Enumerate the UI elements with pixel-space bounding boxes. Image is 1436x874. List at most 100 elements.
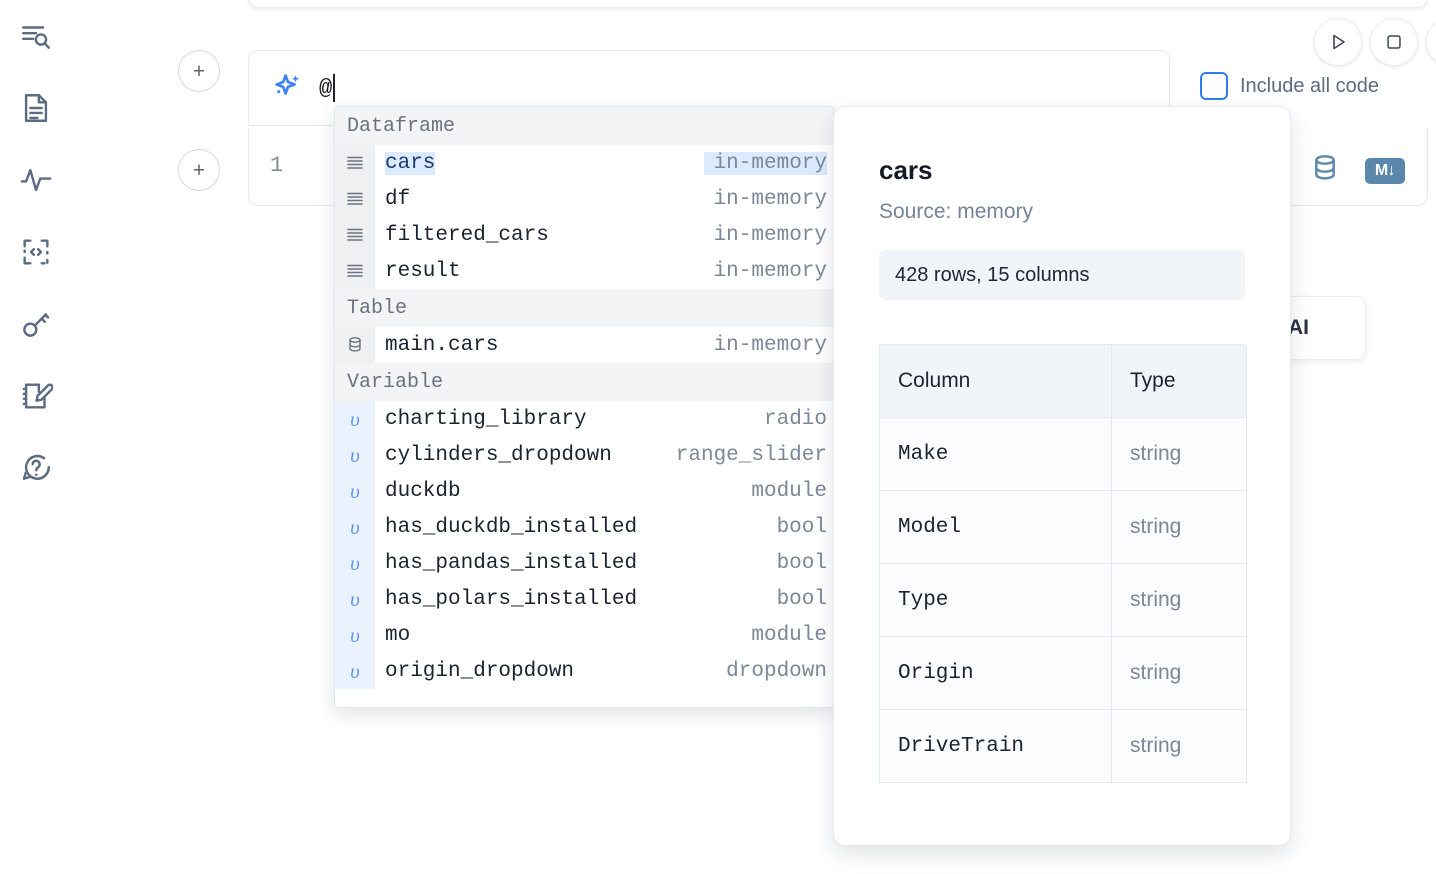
help-chat-icon[interactable]: [14, 446, 58, 490]
doc-column-type: string: [1112, 418, 1247, 491]
previous-cell[interactable]: [248, 0, 1428, 8]
autocomplete-item[interactable]: cars in-memory: [335, 145, 833, 181]
stop-button[interactable]: [1370, 18, 1418, 66]
document-icon[interactable]: [14, 86, 58, 130]
dataframe-icon: [335, 181, 375, 217]
autocomplete-item-meta: radio: [763, 407, 827, 431]
doc-column-type: string: [1112, 491, 1247, 564]
activity-icon[interactable]: [14, 158, 58, 202]
doc-column-name: Type: [880, 564, 1112, 637]
doc-column-type: string: [1112, 637, 1247, 710]
autocomplete-item-label: has_duckdb_installed: [385, 515, 638, 539]
autocomplete-item-label: df: [385, 187, 411, 211]
variable-icon: υ: [335, 581, 375, 617]
doc-column-name: Origin: [880, 637, 1112, 710]
add-cell-label: +: [192, 158, 206, 182]
variable-icon: υ: [335, 401, 375, 437]
autocomplete-item-meta: bool: [776, 515, 827, 539]
run-button[interactable]: [1314, 18, 1362, 66]
autocomplete-item-label: main.cars: [385, 333, 499, 357]
scratchpad-icon[interactable]: [14, 374, 58, 418]
ai-card-label: AI: [1288, 316, 1309, 339]
doc-table-header-cell: Type: [1112, 345, 1247, 418]
doc-column-name: Make: [880, 418, 1112, 491]
variable-icon: υ: [335, 437, 375, 473]
autocomplete-item-meta: in-memory: [713, 187, 827, 211]
dataframe-icon: [335, 253, 375, 289]
autocomplete-item-meta: module: [751, 479, 827, 503]
autocomplete-item-label: has_pandas_installed: [385, 551, 638, 575]
doc-title: cars: [879, 155, 933, 185]
more-actions-button[interactable]: [1426, 18, 1436, 66]
add-cell-above-button[interactable]: +: [178, 50, 220, 92]
database-icon: [335, 327, 375, 363]
autocomplete-item[interactable]: υ cylinders_dropdown range_slider: [335, 437, 833, 473]
include-all-code-row[interactable]: Include all code: [1200, 72, 1379, 100]
doc-stats-badge: 428 rows, 15 columns: [879, 250, 1245, 300]
add-cell-below-button[interactable]: +: [178, 149, 220, 191]
markdown-badge-icon[interactable]: M↓: [1365, 157, 1405, 184]
key-icon[interactable]: [14, 302, 58, 346]
documentation-panel: cars Source: memory 428 rows, 15 columns…: [833, 106, 1291, 846]
doc-column-name: DriveTrain: [880, 710, 1112, 783]
autocomplete-section-header: Dataframe: [335, 107, 833, 145]
cell-output-icons: M↓: [1309, 152, 1405, 189]
autocomplete-item-label: cylinders_dropdown: [385, 443, 612, 467]
autocomplete-item-label: result: [385, 259, 461, 283]
autocomplete-item-meta: in-memory: [713, 333, 827, 357]
dataframe-icon: [335, 145, 375, 181]
database-icon[interactable]: [1309, 152, 1341, 189]
autocomplete-item[interactable]: filtered_cars in-memory: [335, 217, 833, 253]
doc-column-name: Model: [880, 491, 1112, 564]
autocomplete-item[interactable]: υ charting_library radio: [335, 401, 833, 437]
explore-outline-icon[interactable]: [14, 14, 58, 58]
include-all-code-checkbox[interactable]: [1200, 72, 1228, 100]
autocomplete-item-label: mo: [385, 623, 411, 647]
doc-column-type: string: [1112, 710, 1247, 783]
variable-icon: υ: [335, 473, 375, 509]
autocomplete-item-label: origin_dropdown: [385, 659, 575, 683]
autocomplete-item[interactable]: df in-memory: [335, 181, 833, 217]
autocomplete-item-label: has_polars_installed: [385, 587, 638, 611]
variable-icon: υ: [335, 617, 375, 653]
ai-prompt-value: @: [319, 75, 333, 101]
doc-column-type: string: [1112, 564, 1247, 637]
dataframe-icon: [335, 217, 375, 253]
sparkle-icon: [267, 71, 307, 105]
add-cell-label: +: [192, 59, 206, 83]
line-number: 1: [270, 153, 284, 178]
include-all-code-label: Include all code: [1240, 74, 1379, 97]
autocomplete-item-meta: bool: [776, 587, 827, 611]
autocomplete-item[interactable]: υ has_polars_installed bool: [335, 581, 833, 617]
ai-prompt-input[interactable]: @: [319, 51, 1169, 125]
autocomplete-item-meta: in-memory: [703, 151, 827, 175]
sidebar-rail: [0, 0, 72, 874]
autocomplete-item-label: filtered_cars: [385, 223, 549, 247]
autocomplete-item-label: cars: [385, 151, 436, 175]
embed-code-icon[interactable]: [14, 230, 58, 274]
autocomplete-section-header: Table: [335, 289, 833, 327]
autocomplete-item[interactable]: main.cars in-memory: [335, 327, 833, 363]
autocomplete-item-meta: module: [751, 623, 827, 647]
variable-icon: υ: [335, 545, 375, 581]
text-cursor: [333, 74, 336, 102]
autocomplete-item-meta: in-memory: [713, 223, 827, 247]
doc-table-header-cell: Column: [880, 345, 1112, 418]
autocomplete-item-label: charting_library: [385, 407, 587, 431]
autocomplete-item-meta: range_slider: [675, 443, 827, 467]
autocomplete-item-meta: dropdown: [726, 659, 827, 683]
